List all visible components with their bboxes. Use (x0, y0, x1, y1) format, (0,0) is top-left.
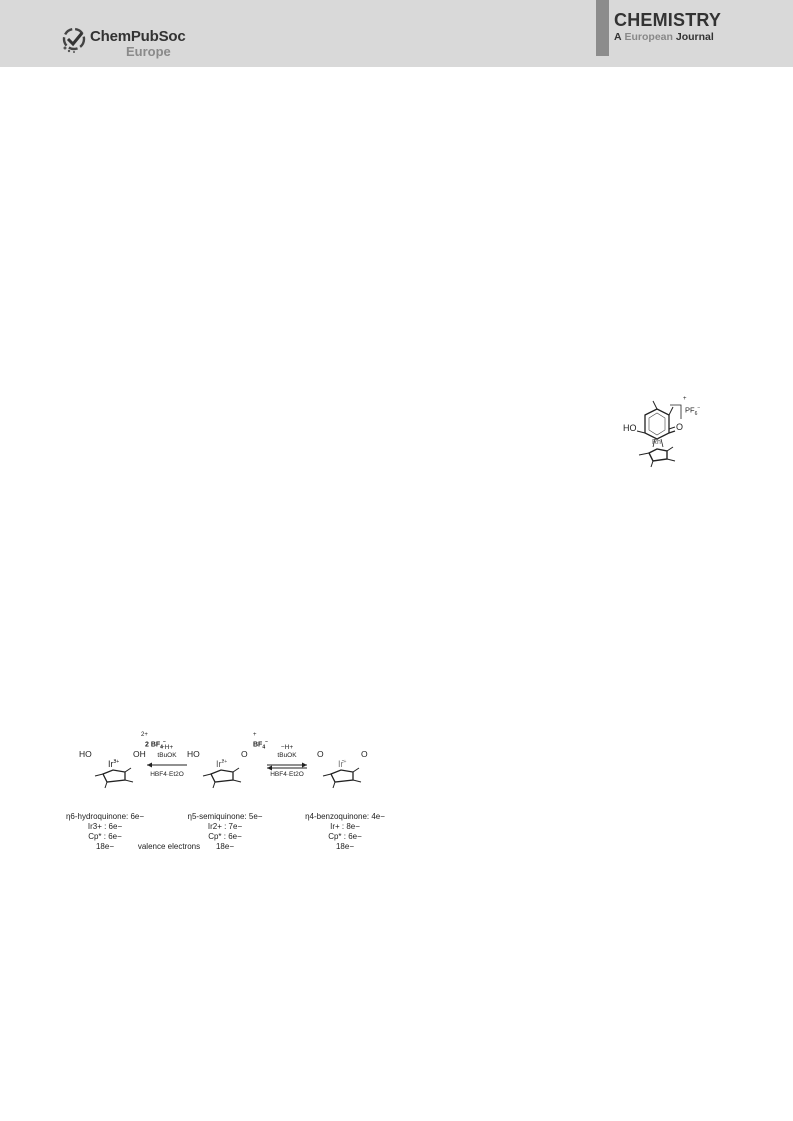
chempubsoc-emblem-icon (62, 27, 86, 53)
publisher-name: ChemPubSoc (90, 28, 186, 45)
left-charge: 2+ (141, 732, 148, 738)
arrow1-top: −H+ (160, 744, 174, 751)
middle-metal-label: Ir2+ (216, 759, 227, 769)
middle-caption-line-1: η5-semiquinone: 5e− (187, 812, 263, 821)
journal-title: CHEMISTRY (614, 10, 722, 30)
right-metal-text: Ir (338, 759, 344, 769)
left-anion-sup: − (162, 739, 166, 745)
middle-caption-line-2: Ir2+ : 7e− (207, 822, 243, 831)
publisher-region: Europe (126, 44, 171, 59)
left-metal-sup: 3+ (113, 759, 120, 765)
journal-subtitle: A European Journal (614, 31, 714, 43)
left-caption-line-1: η6-hydroquinone: 6e− (65, 812, 145, 821)
middle-caption-line-3: Cp* : 6e− (208, 832, 242, 841)
middle-anion-sub: 4 (262, 744, 266, 751)
journal-prefix: A (614, 31, 622, 43)
rh-complex-structure: HO O Rh + PF6− (615, 395, 725, 475)
rh-complex-drawing (636, 400, 682, 468)
left-anion-text: 2 BF (145, 741, 161, 749)
left-anion-sub: 4 (160, 744, 163, 751)
rh-hydroxy-label: HO (623, 423, 637, 433)
middle-anion: BF4− (253, 739, 268, 751)
right-caption-line-3: Cp* : 6e− (328, 832, 362, 841)
right-caption-line-1: η4-benzoquinone: 4e− (305, 812, 385, 821)
arrow2-top: −H+ (280, 744, 294, 751)
middle-caption: η5-semiquinone: 5e− Ir2+ : 7e− Cp* : 6e−… (175, 812, 275, 852)
middle-ho-label: HO (187, 749, 200, 759)
journal-accent-bar (596, 0, 609, 56)
rh-metal-label: Rh (652, 439, 661, 446)
left-anion: 2 BF4− (145, 739, 166, 751)
arrow2-top2: tBuOK (277, 752, 297, 759)
left-metal-label: Ir3+ (108, 759, 119, 769)
journal-middle: European (624, 31, 673, 43)
middle-anion-sup: − (265, 739, 269, 745)
middle-metal-sup: 2+ (221, 759, 228, 765)
page-header: ChemPubSoc Europe CHEMISTRY A European J… (0, 0, 793, 67)
ir-redox-scheme: 2+ 2 BF4− HO OH Ir3+ + BF4− HO O Ir2+ O … (55, 732, 400, 870)
chempubsoc-logo: ChemPubSoc Europe (60, 24, 190, 59)
arrow2-bottom: HBF4·Et2O (270, 771, 304, 778)
right-caption: η4-benzoquinone: 4e− Ir+ : 8e− Cp* : 6e−… (293, 812, 397, 852)
rh-charge-label: + (683, 396, 687, 402)
ir-scheme-drawing (94, 760, 362, 789)
middle-caption-line-4: 18e− (215, 842, 235, 851)
right-caption-line-2: Ir+ : 8e− (330, 822, 360, 831)
left-ho-label: HO (79, 749, 92, 759)
left-metal-text: Ir (108, 759, 114, 769)
arrow1-labels: −H+ tBuOK (147, 744, 187, 760)
journal-logo: CHEMISTRY A European Journal (614, 10, 789, 50)
arrow1-top2: tBuOK (157, 752, 177, 759)
rh-carbonyl-label: O (676, 422, 684, 432)
journal-suffix: Journal (675, 31, 714, 43)
left-caption: η6-hydroquinone: 6e− Ir3+ : 6e− Cp* : 6e… (55, 812, 155, 852)
middle-o-label: O (241, 749, 248, 759)
right-o-left-label: O (317, 749, 324, 759)
arrow1-bottom: HBF4·Et2O (150, 771, 184, 778)
rh-anion-text: PF (685, 405, 695, 415)
middle-anion-text: BF (253, 741, 263, 749)
left-oh-label: OH (133, 749, 146, 759)
valence-electrons-note: valence electrons (137, 842, 201, 851)
middle-charge: + (253, 732, 257, 738)
middle-metal-text: Ir (216, 759, 222, 769)
rh-anion-label: PF6− (685, 405, 700, 417)
rh-anion-sub: 6 (694, 411, 698, 417)
right-metal-sup: + (343, 759, 347, 765)
rh-anion-sup: − (697, 405, 701, 411)
right-o-right-label: O (361, 749, 368, 759)
right-metal-label: Ir+ (338, 759, 346, 769)
arrow2-labels: −H+ tBuOK (267, 744, 307, 760)
left-caption-line-2: Ir3+ : 6e− (87, 822, 123, 831)
right-caption-line-4: 18e− (335, 842, 355, 851)
left-caption-line-3: Cp* : 6e− (88, 832, 122, 841)
left-caption-line-4: 18e− (95, 842, 115, 851)
